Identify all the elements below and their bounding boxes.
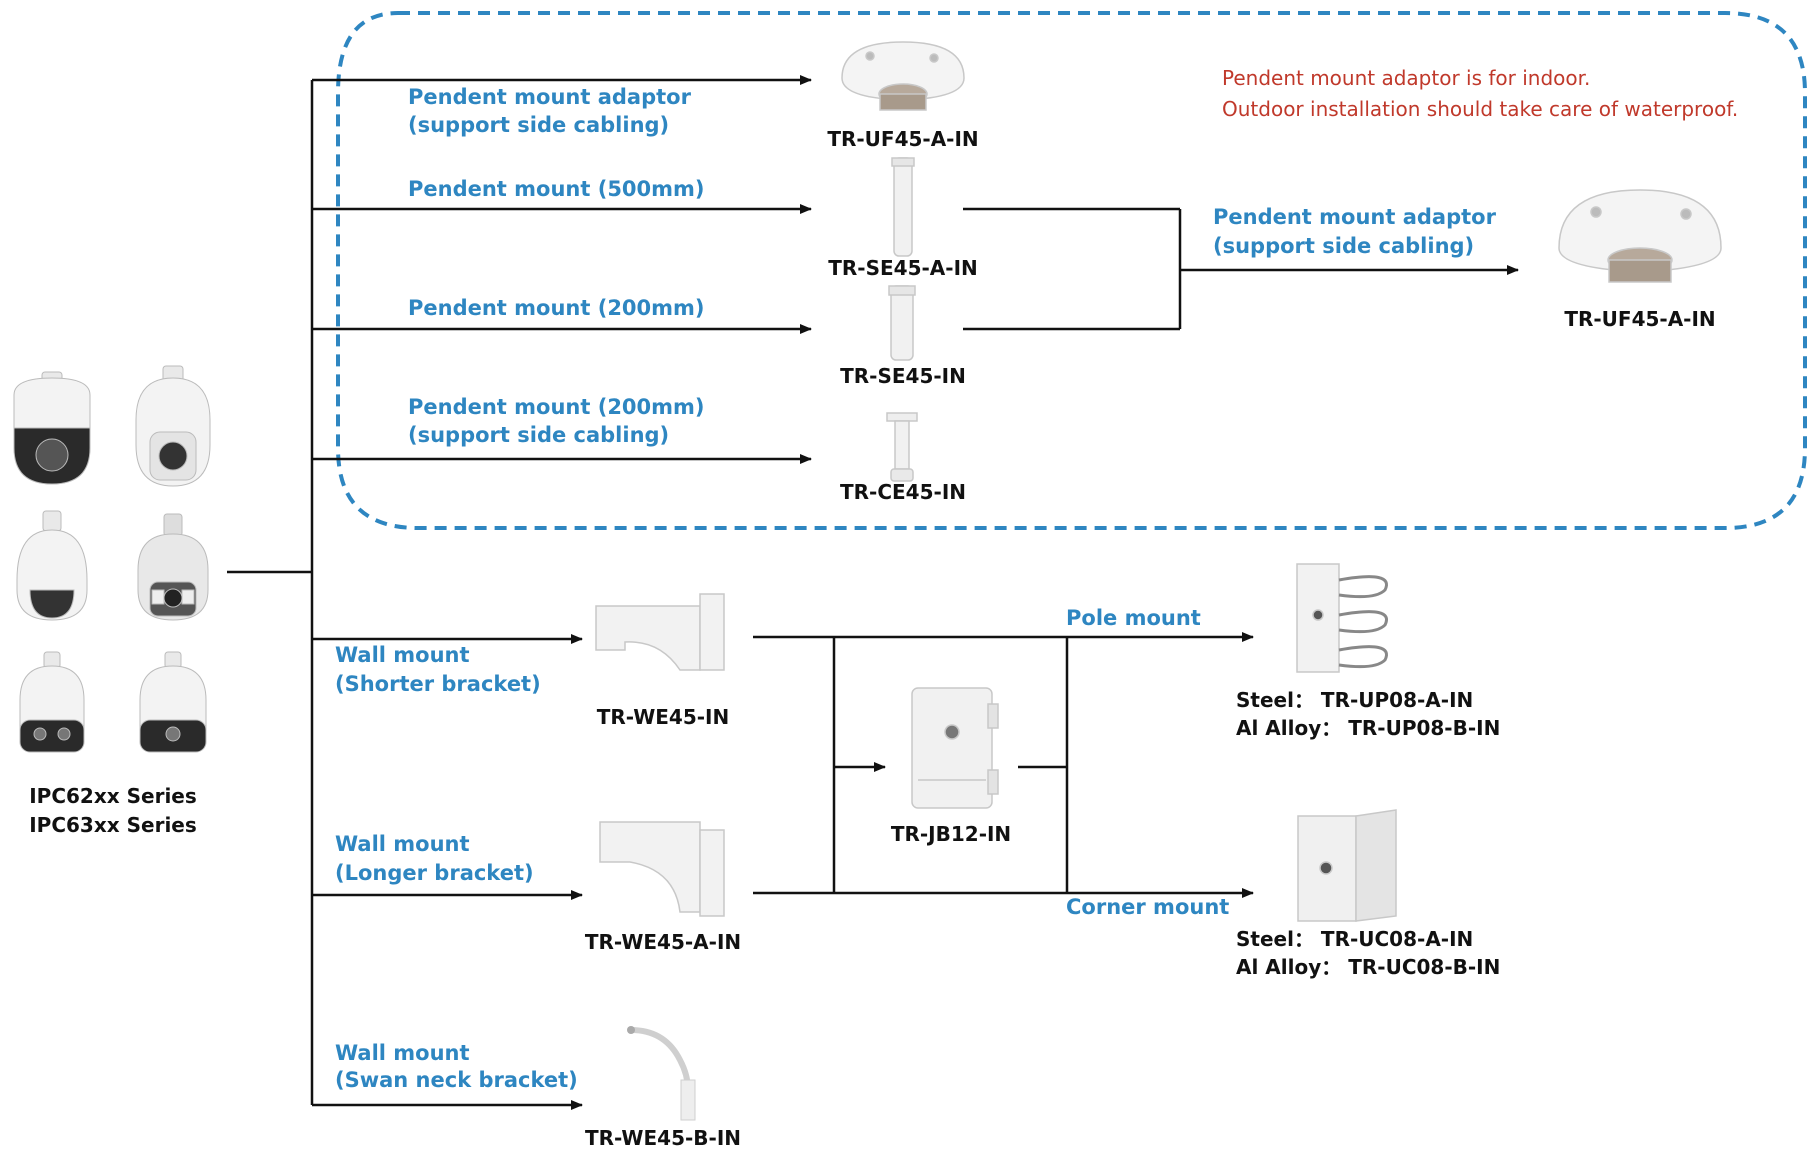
camera-ptz-1: [13, 371, 91, 485]
corner-alloy-sep: ：: [1321, 955, 1342, 979]
pole-alloy-material: Al Alloy: [1236, 716, 1322, 740]
pole-steel-material: Steel: [1236, 688, 1294, 712]
wall-short-label-1: Wall mount: [335, 643, 470, 667]
corner-mount-image: [1297, 809, 1397, 922]
right-adaptor-label-1: Pendent mount adaptor: [1213, 205, 1496, 229]
pole-steel-row: Steel： TR-UP08-A-IN: [1236, 686, 1473, 715]
pole-alloy-model: TR-UP08-B-IN: [1348, 716, 1501, 740]
pendent-adaptor-image: [841, 41, 965, 111]
camera-ptz-5: [19, 651, 85, 753]
pendent-adaptor-label-1: Pendent mount adaptor: [408, 85, 691, 109]
junction-box-model: TR-JB12-IN: [890, 822, 1012, 846]
corner-steel-row: Steel： TR-UC08-A-IN: [1236, 925, 1473, 954]
pendent-200mm-side-label-1: Pendent mount (200mm): [408, 395, 705, 419]
pendent-500mm-model: TR-SE45-A-IN: [828, 256, 978, 280]
corner-mount-label: Corner mount: [1066, 895, 1230, 919]
pendent-500mm-image: [891, 157, 915, 257]
wall-swan-label-2: (Swan neck bracket): [335, 1068, 578, 1092]
pole-alloy-sep: ：: [1321, 716, 1342, 740]
corner-steel-sep: ：: [1293, 927, 1314, 951]
corner-alloy-row: Al Alloy： TR-UC08-B-IN: [1236, 953, 1500, 982]
wall-long-image: [599, 821, 725, 917]
corner-alloy-material: Al Alloy: [1236, 955, 1322, 979]
pendent-200mm-image: [888, 285, 916, 361]
wall-long-label-1: Wall mount: [335, 832, 470, 856]
camera-ptz-2: [135, 365, 211, 487]
camera-ptz-6: [139, 651, 207, 753]
pole-steel-model: TR-UP08-A-IN: [1320, 688, 1474, 712]
pendent-adaptor-model: TR-UF45-A-IN: [827, 127, 979, 151]
right-adaptor-image: [1558, 189, 1722, 283]
pendent-adaptor-label-2: (support side cabling): [408, 113, 670, 137]
pole-mount-label: Pole mount: [1066, 606, 1201, 630]
camera-series-1: IPC62xx Series: [29, 784, 197, 808]
wall-short-label-2: (Shorter bracket): [335, 672, 541, 696]
camera-ptz-3: [16, 510, 88, 621]
wall-long-label-2: (Longer bracket): [335, 861, 534, 885]
junction-box-image: [911, 687, 999, 809]
corner-alloy-model: TR-UC08-B-IN: [1348, 955, 1501, 979]
indoor-note-line-2: Outdoor installation should take care of…: [1222, 97, 1739, 121]
corner-steel-model: TR-UC08-A-IN: [1320, 927, 1474, 951]
camera-series-2: IPC63xx Series: [29, 813, 197, 837]
pendent-200mm-side-image: [886, 412, 918, 482]
pendent-200mm-label: Pendent mount (200mm): [408, 296, 705, 320]
camera-ptz-4: [137, 513, 209, 621]
indoor-note-line-1: Pendent mount adaptor is for indoor.: [1222, 66, 1591, 90]
indoor-region-border: [336, 11, 1807, 530]
swan-neck-image: [627, 1026, 696, 1121]
pendent-500mm-label: Pendent mount (500mm): [408, 177, 705, 201]
pole-alloy-row: Al Alloy： TR-UP08-B-IN: [1236, 714, 1500, 743]
wall-long-model: TR-WE45-A-IN: [584, 930, 742, 954]
wall-short-model: TR-WE45-IN: [596, 705, 730, 729]
pendent-200mm-model: TR-SE45-IN: [840, 364, 966, 388]
wall-swan-model: TR-WE45-B-IN: [584, 1126, 742, 1149]
wall-swan-label-1: Wall mount: [335, 1041, 470, 1065]
corner-steel-material: Steel: [1236, 927, 1294, 951]
pole-mount-image: [1296, 563, 1388, 673]
pole-steel-sep: ：: [1293, 688, 1314, 712]
right-adaptor-model: TR-UF45-A-IN: [1564, 307, 1716, 331]
wall-short-image: [595, 593, 725, 671]
pendent-200mm-side-label-2: (support side cabling): [408, 423, 670, 447]
pendent-200mm-side-model: TR-CE45-IN: [840, 480, 966, 504]
right-adaptor-label-2: (support side cabling): [1213, 234, 1475, 258]
